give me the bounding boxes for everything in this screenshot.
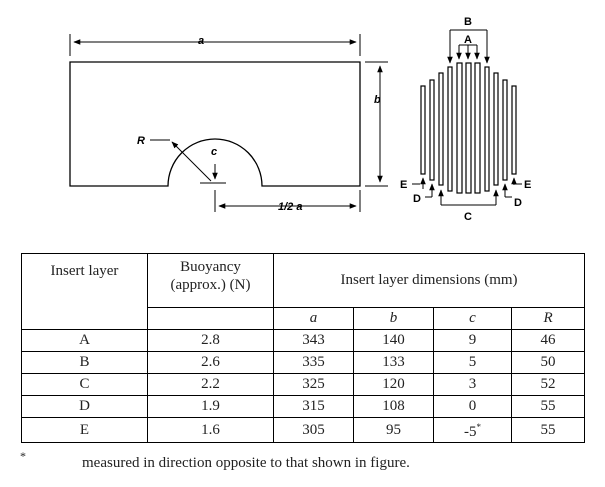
radius-r: [150, 139, 212, 182]
table-row: C 2.2 325 120 3 52: [21, 373, 586, 396]
subheader-r: R: [510, 307, 586, 330]
cell-layer: E: [21, 417, 148, 443]
bracket-d-right: [502, 183, 512, 198]
table-row: B 2.6 335 133 5 50: [21, 351, 586, 374]
label-r: R: [137, 135, 145, 147]
label-half-a: 1/2 a: [278, 201, 302, 213]
cell-r: 55: [510, 395, 586, 418]
cell-buoyancy: 2.8: [147, 329, 274, 352]
header-insert-layer: Insert layer: [21, 253, 148, 330]
dimension-a: [69, 34, 361, 56]
footnote-mark: *: [20, 449, 26, 463]
cell-b: 95: [353, 417, 434, 443]
bracket-a: [456, 44, 480, 60]
table-row: A 2.8 343 140 9 46: [21, 329, 586, 352]
cell-a: 343: [273, 329, 354, 352]
insert-layer-diagram: a b 1/2 a c R: [69, 16, 531, 223]
cell-b: 108: [353, 395, 434, 418]
subheader-empty: [147, 307, 274, 330]
layer-stack-side-view: [420, 62, 517, 194]
header-buoyancy: Buoyancy (approx.) (N): [147, 253, 274, 308]
table-header-row: Insert layer Buoyancy (approx.) (N) Inse…: [21, 253, 586, 330]
label-layer-e-right: E: [524, 179, 531, 191]
cell-buoyancy: 1.6: [147, 417, 274, 443]
cell-b: 120: [353, 373, 434, 396]
cell-buoyancy: 2.6: [147, 351, 274, 374]
footnote-ref-mark: *: [476, 422, 482, 432]
cell-r: 46: [510, 329, 586, 352]
label-layer-c: C: [464, 211, 472, 223]
subheader-a: a: [273, 307, 354, 330]
cell-c: 0: [433, 395, 512, 418]
cell-a: 315: [273, 395, 354, 418]
bracket-e-right: [511, 177, 522, 185]
bracket-d-left: [425, 183, 435, 198]
cell-a: 325: [273, 373, 354, 396]
label-layer-b: B: [464, 16, 472, 28]
table-row: D 1.9 315 108 0 55: [21, 395, 586, 418]
bracket-e-left: [412, 177, 426, 189]
footnote-text: measured in direction opposite to that s…: [82, 455, 410, 471]
dimension-half-a: [214, 190, 361, 212]
cell-a: 335: [273, 351, 354, 374]
cell-b: 140: [353, 329, 434, 352]
cell-c: -5*: [433, 417, 512, 443]
cell-b: 133: [353, 351, 434, 374]
cell-buoyancy: 1.9: [147, 395, 274, 418]
cell-c-value: -5: [464, 424, 477, 440]
subheader-b: b: [353, 307, 434, 330]
cell-c: 9: [433, 329, 512, 352]
insert-layer-table: Insert layer Buoyancy (approx.) (N) Inse…: [21, 253, 586, 443]
cell-layer: B: [21, 351, 148, 374]
label-layer-d-left: D: [413, 193, 421, 205]
bracket-c: [438, 189, 499, 206]
dimension-c: [200, 164, 226, 184]
cell-buoyancy: 2.2: [147, 373, 274, 396]
cell-r: 55: [510, 417, 586, 443]
cell-c: 3: [433, 373, 512, 396]
subheader-c: c: [433, 307, 512, 330]
cell-a: 305: [273, 417, 354, 443]
label-layer-a: A: [464, 34, 472, 46]
label-b: b: [374, 94, 381, 106]
cell-layer: C: [21, 373, 148, 396]
label-a: a: [198, 35, 204, 47]
cell-layer: D: [21, 395, 148, 418]
cell-c: 5: [433, 351, 512, 374]
label-layer-d-right: D: [514, 197, 522, 209]
cell-layer: A: [21, 329, 148, 352]
bracket-b: [447, 29, 490, 64]
cell-r: 52: [510, 373, 586, 396]
label-layer-e-left: E: [400, 179, 407, 191]
dimension-b: [365, 61, 388, 187]
label-c: c: [211, 146, 217, 158]
table-row: E 1.6 305 95 -5* 55: [21, 417, 586, 443]
insert-outline: [69, 61, 361, 187]
cell-r: 50: [510, 351, 586, 374]
header-dimensions: Insert layer dimensions (mm): [272, 253, 586, 308]
